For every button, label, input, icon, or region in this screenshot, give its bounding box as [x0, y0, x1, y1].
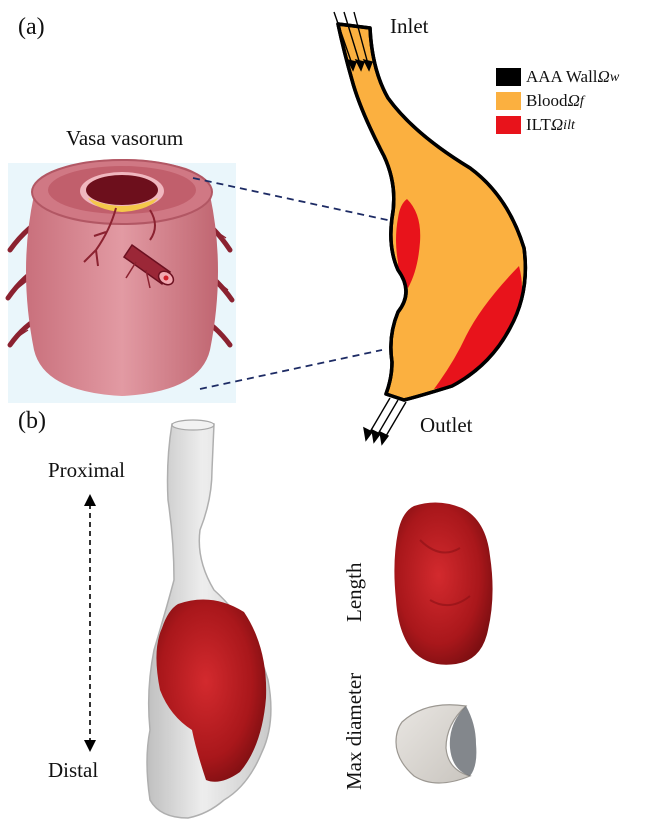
panel-label-b: (b): [18, 408, 46, 435]
legend-swatch-blood: [496, 92, 521, 110]
distal-label: Distal: [48, 758, 98, 783]
vessel-lumen: [86, 175, 158, 205]
legend-text-ilt: ILT: [526, 115, 551, 135]
outlet-arrows: [364, 398, 406, 444]
aortic-shell-top-opening: [172, 420, 214, 430]
proximal-distal-axis: [84, 494, 96, 752]
panel-label-a: (a): [18, 14, 45, 41]
legend-swatch-ilt: [496, 116, 521, 134]
legend-swatch-wall: [496, 68, 521, 86]
legend-sub-ilt: ilt: [563, 117, 575, 133]
legend-text-wall: AAA Wall: [526, 67, 598, 87]
legend-symbol-blood: Ω: [568, 91, 580, 111]
length-label: Length: [342, 563, 367, 622]
thrombus-isolated-3d: [394, 502, 492, 664]
legend-text-blood: Blood: [526, 91, 568, 111]
legend-sub-blood: f: [580, 93, 584, 109]
proximal-label: Proximal: [48, 458, 125, 483]
outlet-label: Outlet: [420, 413, 473, 438]
inlet-label: Inlet: [390, 14, 428, 39]
max-diameter-label: Max diameter: [342, 673, 367, 790]
legend-symbol-ilt: Ω: [551, 115, 563, 135]
legend-sub-wall: w: [610, 69, 619, 85]
legend-symbol-wall: Ω: [598, 67, 610, 87]
vasa-vasorum-label: Vasa vasorum: [66, 126, 183, 151]
